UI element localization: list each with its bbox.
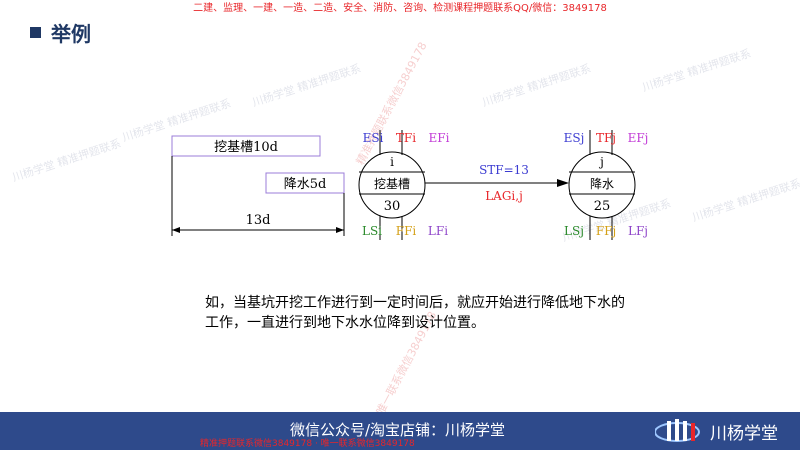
node-j-lf: LFj (628, 224, 648, 238)
top-banner: 二建、监理、一建、一造、二造、安全、消防、咨询、检测课程押题联系QQ/微信：38… (193, 3, 607, 14)
example-description: 如，当基坑开挖工作进行到一定时间后，就应开始进行降低地下水的工作，一直进行到地下… (205, 295, 625, 331)
node-j-id: j (598, 155, 604, 169)
bar-dewatering-label: 降水5d (284, 177, 327, 192)
link-arrow-head (557, 179, 569, 187)
title-bullet-icon (30, 27, 41, 38)
node-i-name: 挖基槽 (374, 176, 410, 191)
title-block: 举例 (30, 18, 91, 47)
node-j-ff: FFj (596, 224, 616, 238)
node-j-tf: TFj (596, 131, 616, 145)
node-i (358, 151, 426, 219)
bar-excavation (171, 135, 321, 157)
node-j-ls: LSj (564, 224, 584, 238)
footer-bar: 微信公众号/淘宝店铺：川杨学堂 精准押题联系微信3849178 · 唯一联系微信… (0, 412, 800, 450)
node-i-lf: LFi (428, 224, 448, 238)
node-j-ef: EFj (628, 131, 649, 145)
chuanyang-logo-icon (655, 419, 700, 442)
node-j (568, 151, 636, 219)
node-i-duration: 30 (384, 199, 401, 214)
dimension-arrow-left (172, 227, 180, 233)
node-i-id: i (390, 155, 394, 169)
link-top-label: STF=13 (479, 163, 529, 177)
node-i-es: ESi (363, 131, 384, 145)
node-j-duration: 25 (594, 199, 611, 214)
node-i-ef: EFi (429, 131, 450, 145)
node-j-es: ESj (564, 131, 585, 145)
page-title: 举例 (51, 22, 91, 46)
node-i-tf: TFi (396, 131, 416, 145)
node-i-ls: LSi (362, 224, 382, 238)
footer-main-text: 微信公众号/淘宝店铺：川杨学堂 (290, 421, 506, 439)
footer-red-text: 精准押题联系微信3849178 · 唯一联系微信3849178 (200, 439, 415, 449)
dimension-label: 13d (246, 213, 271, 228)
bar-excavation-label: 挖基槽10d (214, 140, 278, 155)
link-bottom-label: LAGi,j (485, 189, 523, 203)
node-j-name: 降水 (590, 177, 614, 191)
bar-dewatering (265, 172, 345, 194)
dimension-arrow-right (336, 227, 344, 233)
brand-name: 川杨学堂 (710, 424, 778, 444)
node-i-ff: FFi (396, 224, 417, 238)
